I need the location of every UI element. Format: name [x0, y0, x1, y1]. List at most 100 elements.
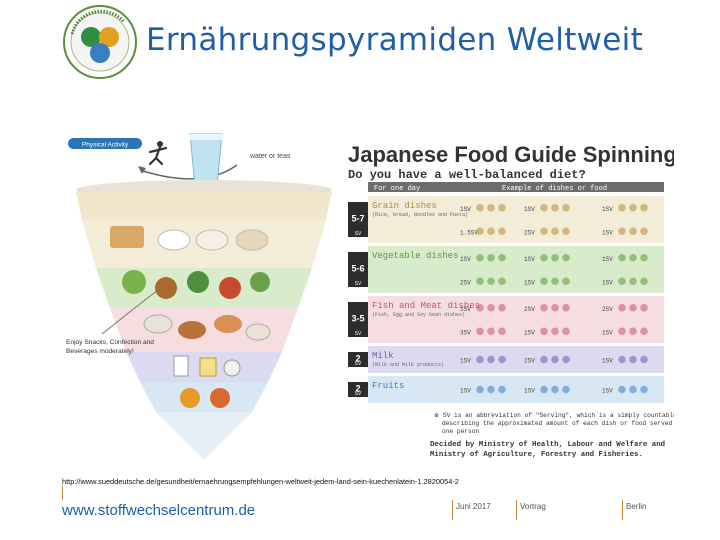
example-sv-label: 1SV [460, 358, 471, 365]
example-food-icon [618, 227, 626, 235]
example-sv-label: 1SV [602, 229, 613, 236]
example-sv-label: 3SV [460, 329, 471, 336]
footer-website[interactable]: www.stoffwechselcentrum.de [62, 502, 255, 519]
example-sv-label: 2SV [524, 229, 535, 236]
example-food-icon [487, 204, 495, 212]
example-food-icon [629, 254, 637, 262]
logo-graphic [62, 4, 138, 80]
spin-arrow [140, 165, 237, 179]
water-or-teas-label: water or teas [249, 153, 291, 160]
example-food-icon [562, 204, 570, 212]
example-food-icon [629, 227, 637, 235]
example-food-icon [618, 304, 626, 312]
top-tip [156, 412, 252, 460]
food-group-name: Milk [372, 351, 394, 361]
example-food-icon [629, 327, 637, 335]
food-group-name: Vegetable dishes [372, 251, 458, 261]
example-food-icon [498, 386, 506, 394]
example-food-icon [487, 386, 495, 394]
example-food-icon [629, 304, 637, 312]
stoffwechselcentrum-logo [62, 4, 138, 80]
example-food-icon [498, 304, 506, 312]
servings-value: 5-7 [351, 214, 364, 224]
example-food-icon [640, 277, 648, 285]
example-sv-label: 1.5SV [460, 229, 478, 236]
example-food-icon [562, 327, 570, 335]
example-food-icon [540, 386, 548, 394]
food-group-4: 2SVFruits1SV1SV1SV [348, 376, 664, 403]
example-food-icon [562, 386, 570, 394]
example-food-icon [540, 304, 548, 312]
example-sv-label: 1SV [524, 206, 535, 213]
example-food-icon [498, 327, 506, 335]
example-food-icon [551, 356, 559, 364]
for-one-day-label: For one day [374, 185, 420, 193]
runner-icon [150, 141, 166, 164]
example-food-icon [498, 277, 506, 285]
example-food-icon [476, 356, 484, 364]
example-food-icon [487, 254, 495, 262]
example-food-icon [640, 356, 648, 364]
example-food-icon [476, 254, 484, 262]
example-food-icon [498, 227, 506, 235]
example-sv-label: 1SV [602, 358, 613, 365]
example-food-icon [629, 204, 637, 212]
example-sv-label: 1SV [524, 279, 535, 286]
servings-unit: SV [355, 391, 362, 397]
example-sv-label: 2SV [524, 306, 535, 313]
example-food-icon [487, 327, 495, 335]
example-food-icon [562, 254, 570, 262]
example-food-icon [551, 204, 559, 212]
example-food-icon [629, 356, 637, 364]
example-sv-label: 2SV [602, 306, 613, 313]
example-food-icon [562, 356, 570, 364]
example-food-icon [618, 254, 626, 262]
example-food-icon [551, 386, 559, 394]
servings-unit: SV [355, 231, 362, 237]
footer-city: Berlin [622, 500, 646, 520]
food-group-sub: (Fish, Egg and Soy bean dishes) [372, 312, 465, 318]
example-food-icon [540, 327, 548, 335]
example-food-icon [629, 277, 637, 285]
example-food-icon [540, 204, 548, 212]
example-food-icon [551, 227, 559, 235]
example-sv-label: 1SV [524, 256, 535, 263]
example-sv-label: 1SV [602, 329, 613, 336]
source-link[interactable]: http://www.sueddeutsche.de/gesundheit/er… [62, 477, 459, 486]
example-sv-label: 1SV [602, 279, 613, 286]
example-food-icon [551, 327, 559, 335]
example-food-icon [562, 304, 570, 312]
example-sv-label: 1SV [460, 388, 471, 395]
food-guide-poster: Physical Activity water or teas [62, 130, 674, 466]
food-group-sub: (Milk and Milk products) [372, 362, 444, 368]
example-food-icon [476, 327, 484, 335]
example-sv-label: 1SV [460, 256, 471, 263]
example-food-icon [618, 277, 626, 285]
food-guide-graphic: Physical Activity water or teas [62, 130, 674, 466]
servings-unit: SV [355, 281, 362, 287]
example-sv-label: 2SV [460, 279, 471, 286]
example-food-icon [629, 386, 637, 394]
example-food-icon [551, 304, 559, 312]
example-food-icon [640, 204, 648, 212]
poster-title: Japanese Food Guide Spinning Top [348, 142, 674, 167]
page-title: Ernährungspyramiden Weltweit [146, 22, 643, 58]
layer-fruits [140, 382, 268, 412]
footer-type: Vortrag [516, 500, 546, 520]
example-food-icon [562, 277, 570, 285]
physical-activity-label: Physical Activity [82, 142, 129, 149]
example-food-icon [487, 227, 495, 235]
servings-value: 5-6 [351, 264, 364, 274]
example-sv-label: 2SV [524, 358, 535, 365]
footer-divider [62, 486, 63, 500]
example-food-icon [498, 204, 506, 212]
example-sv-label: 1SV [524, 329, 535, 336]
servings-value: 3-5 [351, 314, 364, 324]
example-food-icon [487, 356, 495, 364]
example-header-label: Example of dishes or food [502, 185, 607, 193]
food-groups: 5-7SVGrain dishes(Rice, bread, Noodles a… [348, 196, 664, 403]
example-sv-label: 1SV [460, 206, 471, 213]
